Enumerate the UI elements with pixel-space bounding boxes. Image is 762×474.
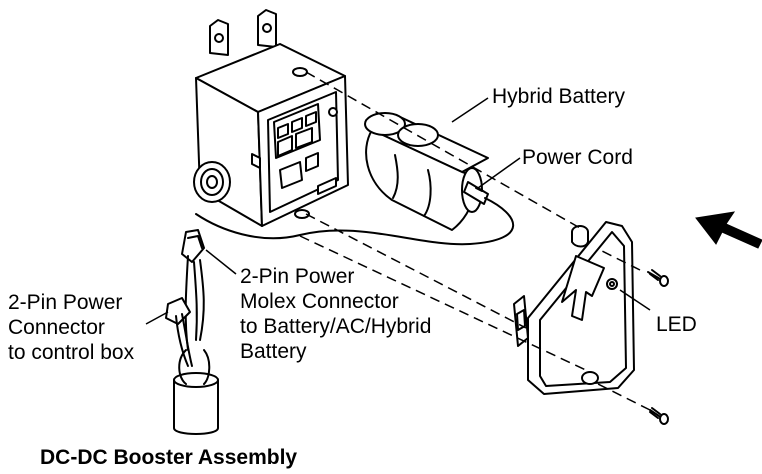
label-line: Battery	[240, 340, 307, 363]
label-control-box-connector: 2-Pin Power Connector to control box	[8, 290, 134, 365]
diagram-title: DC-DC Booster Assembly	[40, 446, 298, 469]
label-line: to Battery/AC/Hybrid	[240, 315, 432, 338]
label-line: 2-Pin Power	[240, 265, 355, 288]
label-hybrid-battery: Hybrid Battery	[492, 85, 626, 108]
label-line: to control box	[8, 341, 135, 364]
label-led: LED	[656, 313, 697, 336]
label-molex-connector: 2-Pin Power Molex Connector to Battery/A…	[240, 264, 431, 364]
label-line: Connector	[8, 316, 105, 339]
label-power-cord: Power Cord	[522, 146, 633, 169]
power-cord-wire	[195, 197, 515, 246]
leader-lines	[145, 97, 651, 325]
dc-dc-booster-assembly	[165, 229, 219, 435]
label-line: Molex Connector	[240, 290, 399, 313]
cover-plate	[513, 221, 635, 395]
screw-bottom	[649, 407, 669, 425]
assembly-guide-lines	[299, 71, 651, 411]
screw-top	[647, 269, 669, 287]
insert-direction-arrow	[695, 211, 762, 249]
hybrid-battery	[364, 112, 489, 231]
label-line: 2-Pin Power	[8, 291, 123, 314]
control-box	[193, 9, 349, 227]
